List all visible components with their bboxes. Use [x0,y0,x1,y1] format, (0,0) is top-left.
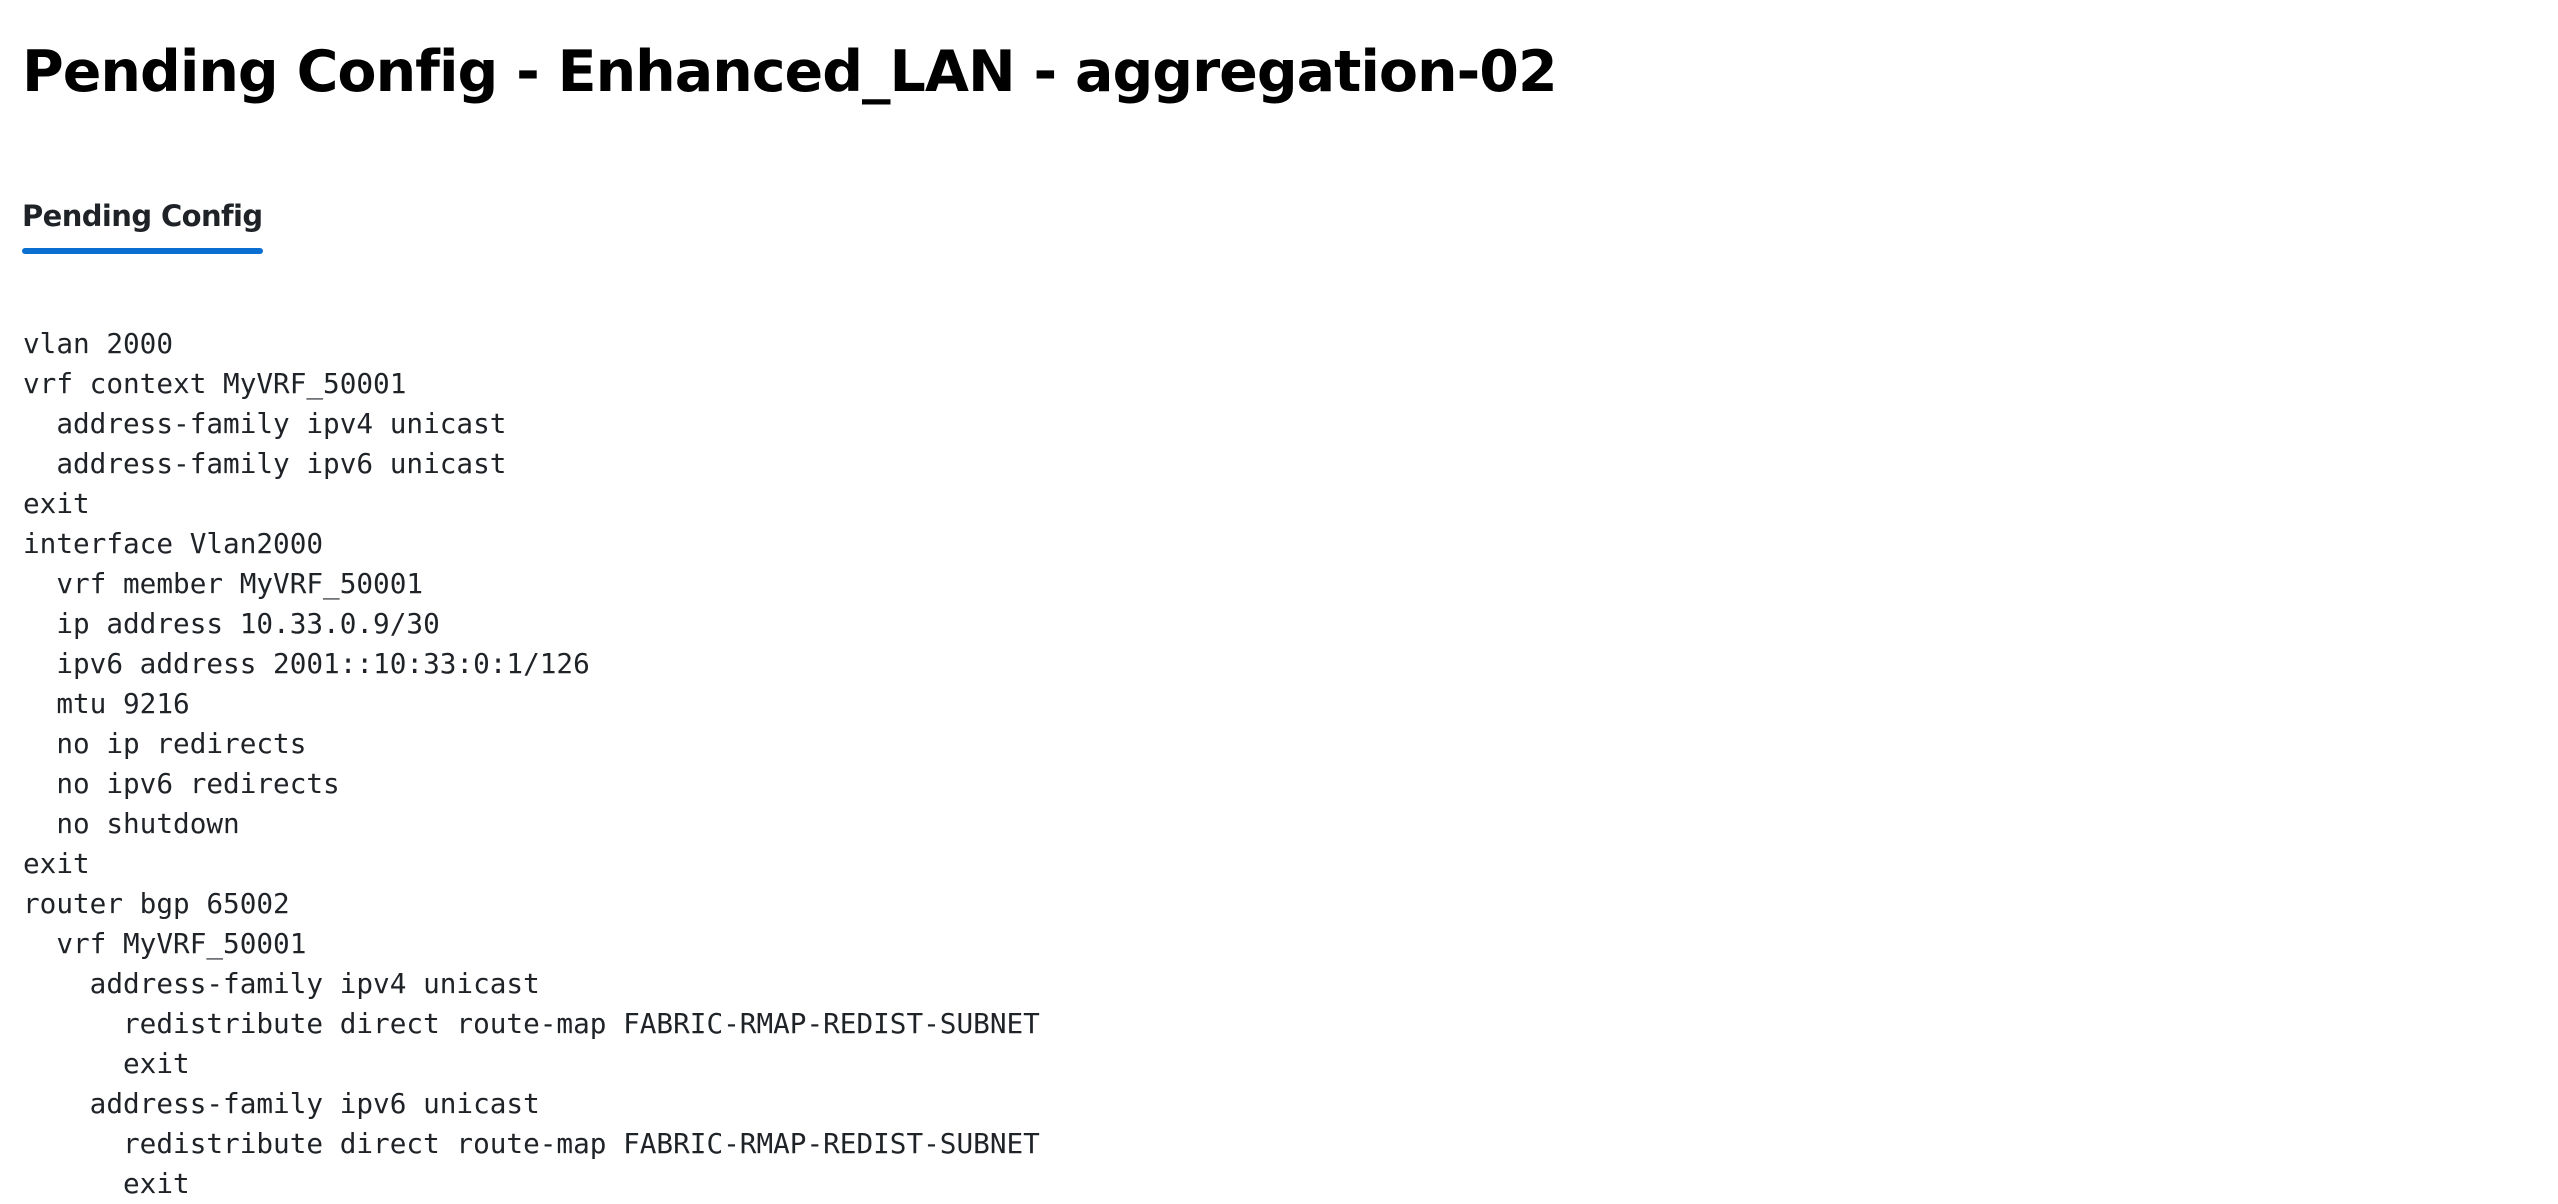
config-line: vrf context MyVRF_50001 [23,367,407,400]
config-line: address-family ipv6 unicast [23,1087,540,1120]
tab-bar: Pending Config [22,196,263,254]
config-line: no shutdown [23,807,240,840]
config-line: no ip redirects [23,727,307,760]
config-line: mtu 9216 [23,687,190,720]
active-tab-indicator [22,248,263,254]
config-line: router bgp 65002 [23,887,290,920]
tab-label: Pending Config [22,199,263,233]
config-line: exit [23,1047,190,1080]
config-line: address-family ipv4 unicast [23,407,507,440]
config-line: vlan 2000 [23,327,174,360]
config-line: ipv6 address 2001::10:33:0:1/126 [23,647,590,680]
config-line: vrf member MyVRF_50001 [23,567,424,600]
config-line: interface Vlan2000 [23,527,324,560]
page-title: Pending Config - Enhanced_LAN - aggregat… [22,39,1558,105]
config-line: vrf MyVRF_50001 [23,927,307,960]
tab-pending-config[interactable]: Pending Config [22,196,263,254]
config-line: address-family ipv4 unicast [23,967,540,1000]
config-line: redistribute direct route-map FABRIC-RMA… [23,1007,1040,1040]
config-line: exit [23,847,90,880]
config-line: ip address 10.33.0.9/30 [23,607,440,640]
config-line: redistribute direct route-map FABRIC-RMA… [23,1127,1040,1160]
config-line: exit [23,487,90,520]
config-line: address-family ipv6 unicast [23,447,507,480]
config-line: exit [23,1167,190,1200]
pending-config-text: vlan 2000 vrf context MyVRF_50001 address… [23,324,1040,1204]
config-line: no ipv6 redirects [23,767,340,800]
